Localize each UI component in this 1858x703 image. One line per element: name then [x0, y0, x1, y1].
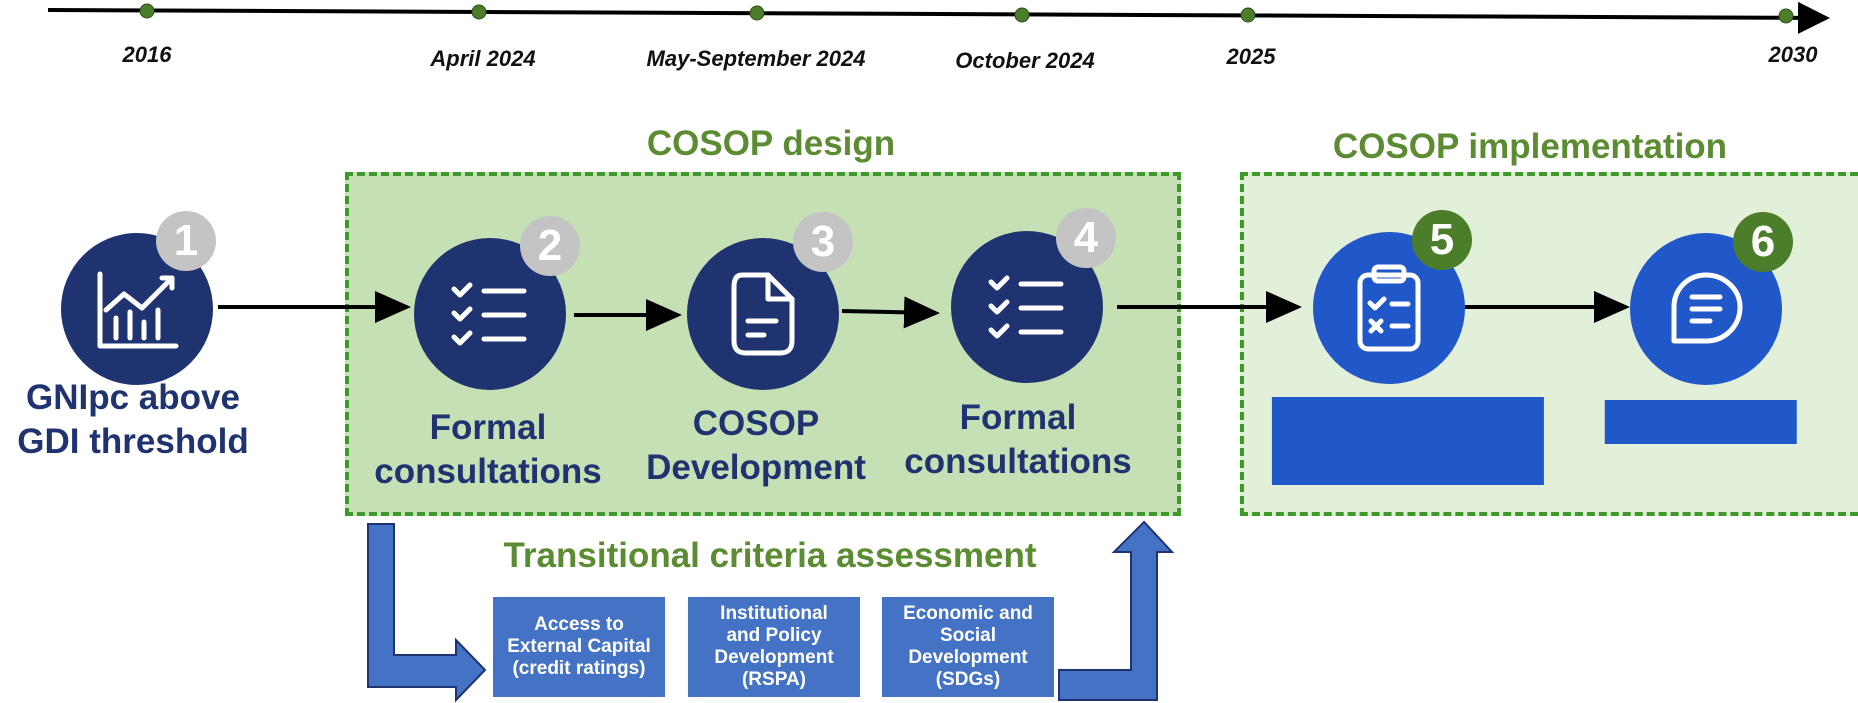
- timeline-label-april-2024: April 2024: [430, 46, 536, 71]
- timeline-dot-2025: [1240, 7, 1256, 23]
- stage-4-label: Formal consultations: [904, 396, 1132, 484]
- criteria-exit-arrow: [1058, 520, 1175, 701]
- stage-2-label: Formal consultations: [374, 406, 602, 494]
- criteria-2-line1: Institutional: [720, 603, 828, 624]
- stage-5-badge: 5: [1412, 210, 1472, 270]
- checklist-icon: [988, 275, 1064, 339]
- stage-3-label-line1: COSOP: [692, 404, 820, 443]
- timeline-label-2030: 2030: [1768, 42, 1818, 67]
- criteria-1-line1: Access to: [534, 614, 624, 635]
- criteria-3-line2: Social: [940, 625, 996, 646]
- criteria-entry-arrow: [367, 523, 487, 703]
- clipboard-icon: [1357, 264, 1421, 352]
- transitional-criteria-title: Transitional criteria assessment: [503, 536, 1037, 575]
- stage-2-label-line1: Formal: [429, 408, 547, 447]
- stage-5-label: Annual and Mid- term reviews: [1271, 397, 1545, 485]
- stage-3-label: COSOP Development: [646, 402, 866, 490]
- stage-4-label-line2: consultations: [904, 442, 1132, 481]
- timeline-dot-october-2024: [1014, 7, 1030, 23]
- timeline-label-october-2024: October 2024: [955, 48, 1095, 73]
- stage-1-label: GNIpc above GDI threshold: [17, 376, 248, 464]
- chart-icon: [97, 271, 179, 349]
- stage-3-badge: 3: [793, 212, 853, 272]
- timeline-dot-april-2024: [471, 4, 487, 20]
- criteria-3-line1: Economic and: [903, 603, 1033, 624]
- criteria-box-external-capital: Access to External Capital (credit ratin…: [493, 597, 665, 697]
- timeline-label-2016: 2016: [122, 42, 172, 67]
- timeline-label-may-sept-2024: May-September 2024: [646, 46, 866, 71]
- timeline-dot-may-sept-2024: [749, 5, 765, 21]
- stage-1-label-line2: GDI threshold: [17, 422, 249, 461]
- criteria-2-line3: Development: [714, 647, 834, 668]
- timeline-dot-2016: [139, 3, 155, 19]
- criteria-box-economic-social: Economic and Social Development (SDGs): [882, 597, 1054, 697]
- stage-6-badge: 6: [1733, 212, 1793, 272]
- timeline-label-2025: 2025: [1226, 44, 1276, 69]
- stage-5-label-line2: term reviews: [1300, 443, 1516, 482]
- stage-5-label-line1: Annual and Mid-: [1271, 399, 1545, 438]
- stage-4-badge: 4: [1056, 208, 1116, 268]
- criteria-box-institutional-policy: Institutional and Policy Development (RS…: [688, 597, 860, 697]
- criteria-2-line2: and Policy: [726, 625, 822, 646]
- stage-3-label-line2: Development: [646, 448, 866, 487]
- criteria-1-line2: External Capital: [507, 636, 651, 657]
- criteria-2-line4: (RSPA): [741, 669, 807, 690]
- stage-6-label: Completion: [1604, 400, 1798, 444]
- document-icon: [731, 272, 795, 356]
- stage-2-label-line2: consultations: [374, 452, 602, 491]
- stage-1-badge: 1: [156, 211, 216, 271]
- criteria-3-line4: (SDGs): [935, 669, 1001, 690]
- cosop-implementation-title: COSOP implementation: [1332, 127, 1728, 166]
- stage-2-badge: 2: [520, 216, 580, 276]
- criteria-3-line3: Development: [908, 647, 1028, 668]
- arrow-3-to-4: [841, 296, 940, 329]
- criteria-1-line3: (credit ratings): [512, 658, 646, 679]
- timeline-line: [47, 1, 1830, 34]
- checklist-icon: [451, 282, 527, 346]
- cosop-design-title: COSOP design: [646, 124, 896, 163]
- message-icon: [1671, 272, 1743, 344]
- stage-6-label-line1: Completion: [1604, 402, 1798, 441]
- stage-1-label-line1: GNIpc above: [26, 378, 240, 417]
- timeline-dot-2030: [1778, 8, 1794, 24]
- stage-4-label-line1: Formal: [959, 398, 1077, 437]
